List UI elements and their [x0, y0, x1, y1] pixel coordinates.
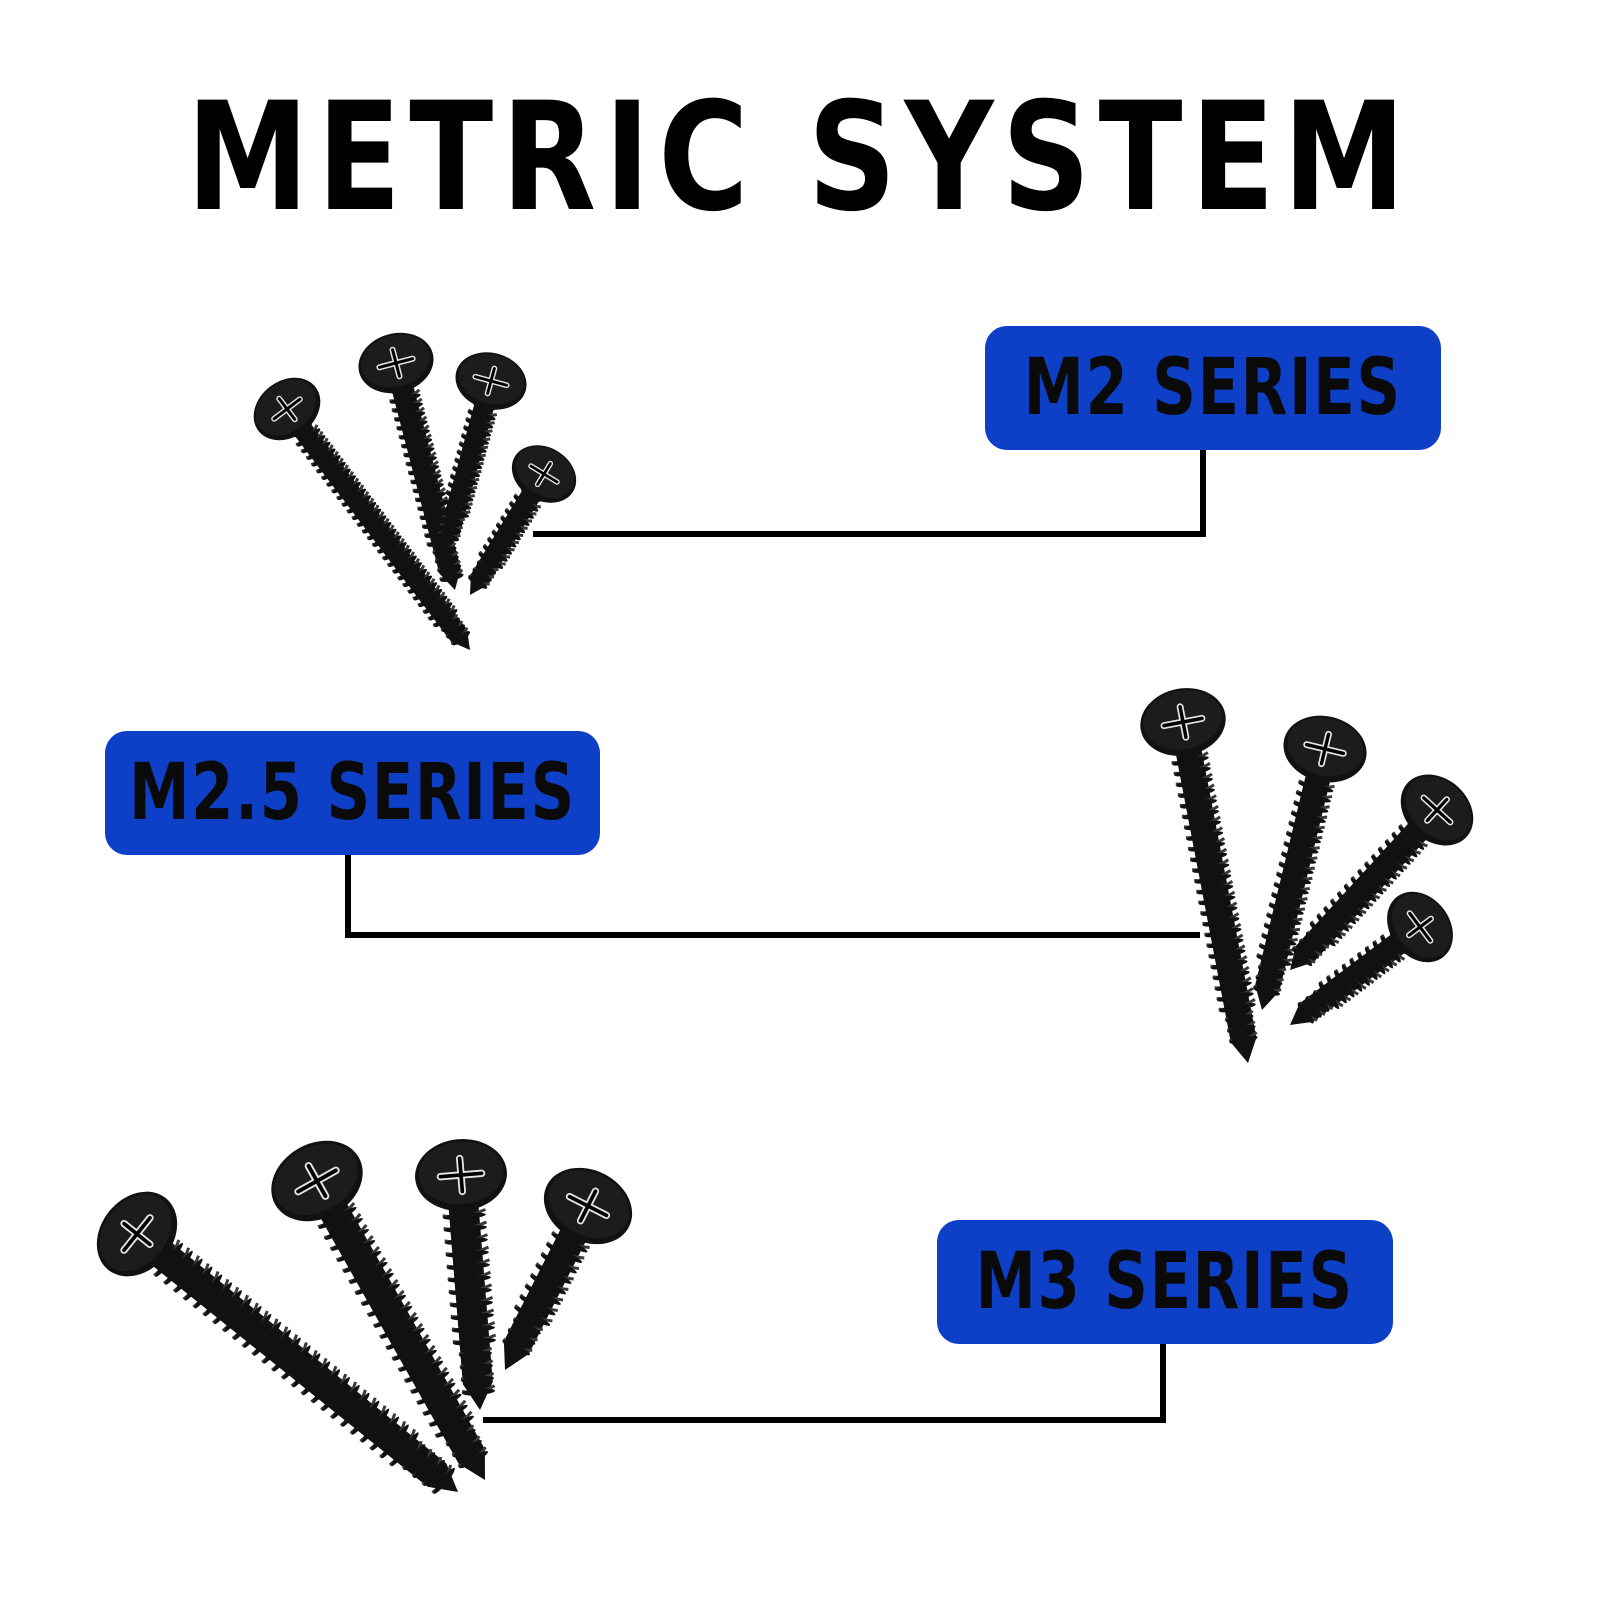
screw-icon — [1140, 688, 1258, 1064]
screw-icon — [502, 1167, 633, 1371]
screw-icon — [437, 352, 527, 551]
screw-icon — [1290, 774, 1474, 970]
screw-icon — [358, 332, 464, 590]
screw-icon — [271, 1140, 489, 1480]
m25-series-label: M2.5 SERIES — [129, 748, 576, 838]
m25-connector-line — [345, 855, 1200, 938]
m3-series-badge: M3 SERIES — [937, 1220, 1393, 1344]
page-title: METRIC SYSTEM — [186, 71, 1414, 245]
m3-series-label: M3 SERIES — [975, 1237, 1355, 1327]
m25-screw-group — [1140, 688, 1474, 1064]
screw-icon — [468, 445, 577, 595]
m2-screw-group — [253, 332, 577, 650]
m3-connector-line — [483, 1344, 1166, 1423]
screw-icon — [253, 377, 471, 650]
screw-icon — [1252, 715, 1367, 1011]
m2-series-badge: M2 SERIES — [985, 326, 1441, 450]
m25-series-badge: M2.5 SERIES — [105, 731, 600, 855]
screw-icon — [415, 1139, 507, 1411]
m3-screw-group — [96, 1139, 633, 1494]
screw-icon — [96, 1191, 458, 1494]
m2-series-label: M2 SERIES — [1023, 343, 1403, 433]
screw-icon — [1290, 891, 1453, 1025]
m2-connector-line — [533, 450, 1206, 537]
